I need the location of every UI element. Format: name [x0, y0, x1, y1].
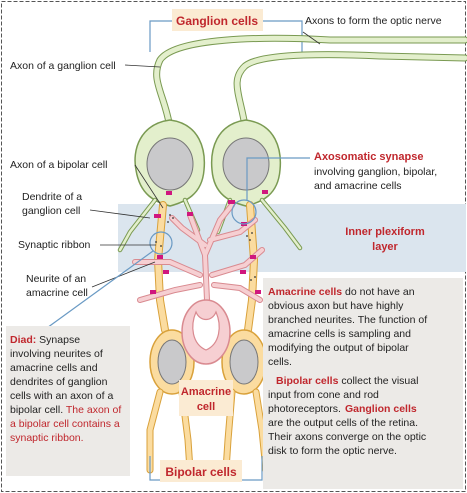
- desc-amacrine-line-3: branched neurites. The function of: [268, 314, 427, 326]
- desc-ganglion-line-3: disk to form the optic nerve.: [268, 445, 397, 457]
- neurite-amacrine-label-1: Neurite of an: [26, 273, 86, 285]
- desc-amacrine-line-6: cells.: [268, 356, 292, 368]
- desc-bipolar-title: Bipolar cells: [276, 375, 339, 387]
- desc-ganglion-line-2: Their axons converge on the optic: [268, 431, 426, 443]
- bipolar-label-bg: [160, 460, 242, 482]
- diad-title: Diad:: [10, 334, 36, 346]
- axosomatic-line-1: involving ganglion, bipolar,: [314, 166, 437, 178]
- inner-plexiform-label-2: layer: [372, 241, 398, 253]
- desc-amacrine-line-5: modifying the output of bipolar: [268, 342, 409, 354]
- axosomatic-box: [310, 141, 462, 196]
- ganglion-cell-right: [210, 119, 282, 207]
- diad-connector: [39, 250, 154, 334]
- desc-bipolar-line-3: photoreceptors. Ganglion cells: [268, 403, 417, 415]
- diad-line-6: bipolar cell. The axon of: [10, 404, 121, 416]
- ganglion-cell-left: [134, 119, 206, 207]
- ganglion-nucleus-left: [146, 137, 194, 191]
- diad-line6-black: bipolar cell.: [10, 404, 63, 416]
- diad-line1-rest: Synapse: [36, 334, 80, 346]
- desc-amacrine-line-2: obvious axon but have highly: [268, 300, 404, 312]
- inner-plexiform-label-1: Inner plexiform: [345, 226, 425, 238]
- axons-optic-nerve-label: Axons to form the optic nerve: [305, 15, 442, 27]
- amacrine-label-1: Amacrine: [181, 386, 231, 398]
- axosomatic-circle: [231, 199, 257, 225]
- axon-bipolar-label: Axon of a bipolar cell: [10, 159, 107, 171]
- diad-line-1: Diad: Synapse: [10, 334, 80, 346]
- diad-box: [6, 326, 130, 476]
- diad-line6-red: The axon of: [63, 404, 121, 416]
- desc-bipolar-line-2: input from cone and rod: [268, 389, 379, 401]
- amacrine-nucleus: [192, 310, 220, 351]
- amacrine-label-bg: [179, 380, 233, 416]
- desc-bipolar-last: photoreceptors.: [268, 403, 341, 415]
- diad-line-4: dendrites of ganglion: [10, 376, 108, 388]
- axosomatic-title: Axosomatic synapse: [314, 151, 423, 163]
- desc-ganglion-title: Ganglion cells: [345, 403, 417, 415]
- synaptic-ribbon-label: Synaptic ribbon: [18, 239, 91, 251]
- diad-red-line-2: synaptic ribbon.: [10, 432, 84, 444]
- diad-line-5: cells with an axon of a: [10, 390, 113, 402]
- desc-bipolar-line-1: Bipolar cells collect the visual: [276, 375, 418, 387]
- bipolar-cells-label: Bipolar cells: [165, 465, 237, 479]
- amacrine-label-2: cell: [197, 401, 215, 413]
- dendrite-ganglion-label-2: ganglion cell: [22, 205, 80, 217]
- desc-bipolar-rest: collect the visual: [338, 375, 418, 387]
- ganglion-nucleus-right: [222, 137, 270, 191]
- desc-ganglion-line-1: are the output cells of the retina.: [268, 417, 418, 429]
- amacrine-cell: [132, 202, 265, 365]
- ganglion-cells-label: Ganglion cells: [176, 14, 258, 28]
- diad-circle: [149, 231, 173, 255]
- desc-amacrine-line-4: amacrine cells is sampling and: [268, 328, 411, 340]
- neurite-amacrine-label-2: amacrine cell: [26, 287, 88, 299]
- axon-ganglion-label: Axon of a ganglion cell: [10, 60, 116, 72]
- ganglion-axon-right: [233, 51, 467, 130]
- diad-red-line-1: a bipolar cell contains a: [10, 418, 120, 430]
- desc-amacrine-rest: do not have an: [342, 286, 415, 298]
- bipolar-nucleus-right: [229, 339, 259, 385]
- bipolar-nucleus-left: [157, 339, 187, 385]
- diad-line-2: involving neurites of: [10, 348, 103, 360]
- dendrite-ganglion-label-1: Dendrite of a: [22, 191, 82, 203]
- desc-amacrine-title: Amacrine cells: [268, 286, 342, 298]
- axosomatic-connector: [246, 157, 310, 200]
- ganglion-cells-label-bg: [172, 9, 263, 31]
- axosomatic-line-2: and amacrine cells: [314, 180, 402, 192]
- diad-line-3: amacrine cells and: [10, 362, 98, 374]
- description-box: [263, 278, 463, 489]
- vesicle-dots: [155, 214, 256, 281]
- desc-amacrine-line-1: Amacrine cells do not have an: [268, 286, 415, 298]
